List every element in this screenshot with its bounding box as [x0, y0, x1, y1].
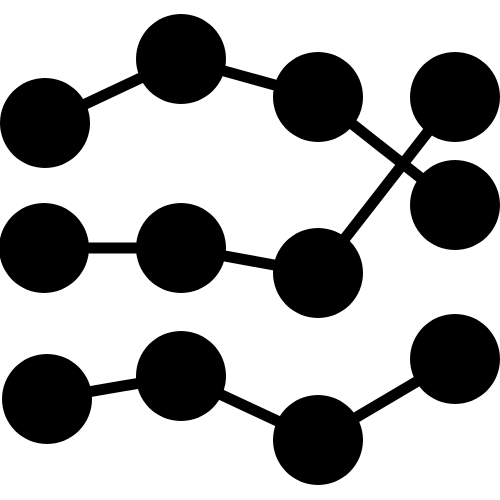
node-top-3 [273, 52, 363, 142]
node-mid-3 [273, 228, 363, 318]
node-mid-2 [136, 203, 226, 293]
node-bot-2 [136, 331, 226, 421]
bottom-chain-nodes [2, 314, 500, 485]
node-top-2 [136, 14, 226, 104]
node-bot-4 [410, 314, 500, 404]
middle-chain-nodes [0, 52, 500, 318]
node-mid-4 [410, 52, 500, 142]
top-chain-nodes [0, 14, 500, 250]
node-top-4 [410, 160, 500, 250]
node-mid-1 [0, 203, 89, 293]
node-top-1 [0, 78, 90, 168]
node-bot-3 [273, 395, 363, 485]
node-bot-1 [2, 354, 92, 444]
